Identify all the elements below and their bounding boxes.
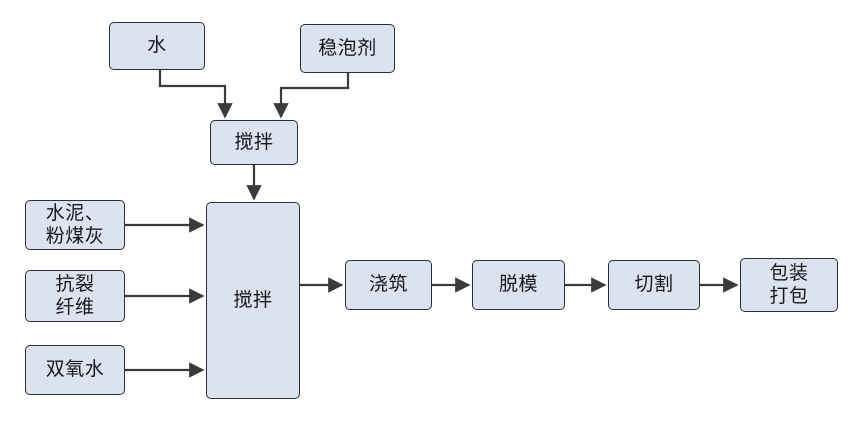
node-demolding[interactable]: 脱模 bbox=[472, 260, 565, 310]
node-cement-flyash[interactable]: 水泥、 粉煤灰 bbox=[25, 200, 125, 250]
edge-stabilizer-to-mix1 bbox=[273, 73, 350, 119]
node-anticrack-fiber[interactable]: 抗裂 纤维 bbox=[25, 270, 125, 322]
node-mixing-first[interactable]: 搅拌 bbox=[210, 120, 298, 165]
node-casting[interactable]: 浇筑 bbox=[345, 260, 432, 310]
node-cutting[interactable]: 切割 bbox=[608, 260, 700, 310]
edge-water-to-mix1 bbox=[158, 70, 233, 119]
node-packaging[interactable]: 包装 打包 bbox=[740, 258, 838, 312]
node-stabilizer[interactable]: 稳泡剂 bbox=[300, 24, 395, 73]
node-hydrogen-peroxide[interactable]: 双氧水 bbox=[25, 345, 125, 395]
node-mixing-main[interactable]: 搅拌 bbox=[206, 202, 300, 399]
node-water[interactable]: 水 bbox=[109, 22, 205, 70]
